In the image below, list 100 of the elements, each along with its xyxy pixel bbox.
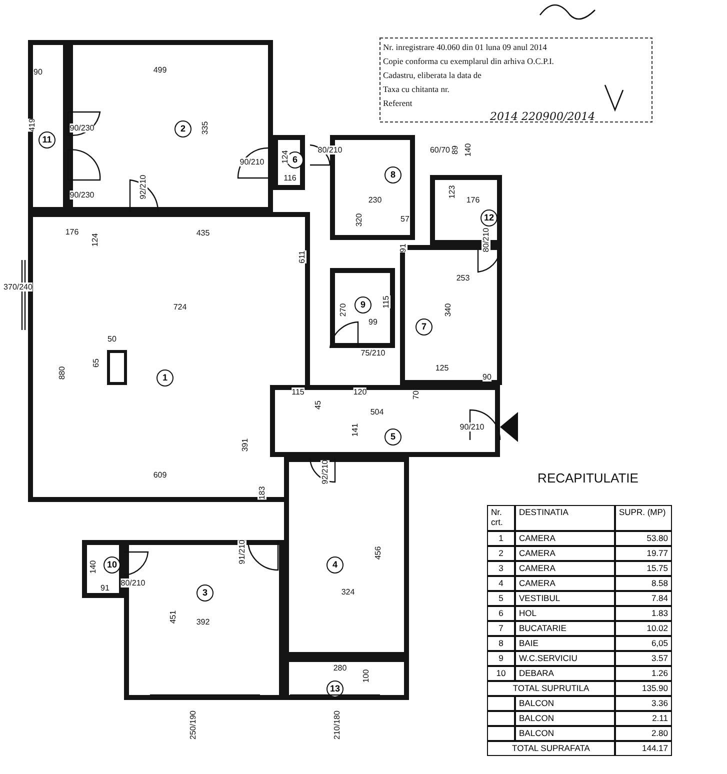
column-header: Nr. crt.: [487, 505, 515, 531]
dimension-label: 435: [196, 228, 210, 238]
table-cell: CAMERA: [515, 531, 615, 546]
dimension-label: 92/210: [320, 460, 330, 484]
dimension-label: 504: [370, 408, 384, 416]
table-cell: 5: [487, 591, 515, 606]
column-header: DESTINATIA: [515, 505, 615, 531]
table-cell: 2.80: [615, 726, 672, 741]
table-cell: BALCON: [515, 726, 615, 741]
table-cell: 15.75: [615, 561, 672, 576]
dimension-label: 370/240: [4, 282, 32, 292]
room-number: 13: [326, 680, 344, 698]
dimension-label: 210/180: [332, 710, 342, 740]
dimension-label: 176: [65, 228, 79, 236]
dimension-label: 90/210: [240, 158, 264, 166]
dimension-label: 100: [362, 669, 370, 683]
pillar: [107, 350, 127, 385]
dimension-label: 499: [153, 66, 167, 74]
table-cell: BALCON: [515, 696, 615, 711]
dimension-label: 60/70: [430, 146, 450, 154]
stamp-text: Copie conforma cu exemplarul din arhiva O.C.P.I.: [383, 57, 554, 66]
dimension-label: 609: [153, 470, 167, 480]
table-cell: CAMERA: [515, 546, 615, 561]
dimension-label: 80/210: [482, 228, 490, 252]
dimension-label: 456: [374, 546, 382, 560]
stamp-text: Cadastru, eliberata la data de: [383, 71, 482, 80]
dimension-label: 91/210: [238, 540, 246, 564]
room-number: 11: [38, 132, 56, 148]
room-outline: [270, 385, 500, 457]
dimension-label: 91: [398, 244, 408, 252]
dimension-label: 115: [292, 388, 304, 396]
dimension-label: 250/190: [188, 710, 198, 740]
dimension-label: 115: [382, 296, 390, 308]
dimension-label: 90/210: [460, 422, 484, 432]
dimension-label: 80/210: [318, 146, 342, 154]
table-cell: 1.83: [615, 606, 672, 621]
dimension-label: 280: [333, 664, 347, 672]
dimension-label: 392: [196, 618, 210, 626]
dimension-label: 611: [298, 250, 306, 264]
dimension-label: 724: [173, 302, 187, 312]
table-cell: 3.57: [615, 651, 672, 666]
dimension-label: 230: [368, 196, 382, 204]
room-outline: [330, 268, 395, 348]
dimension-label: 116: [284, 174, 296, 182]
table-cell: 2: [487, 546, 515, 561]
dimension-label: 419: [28, 118, 36, 132]
dimension-label: 140: [464, 143, 472, 157]
table-cell: HOL: [515, 606, 615, 621]
dimension-label: 90/230: [70, 190, 94, 200]
stamp-text: Taxa cu chitanta nr.: [383, 85, 450, 94]
dimension-label: 57: [400, 214, 410, 224]
dimension-label: 335: [200, 121, 210, 135]
dimension-label: 90: [482, 372, 492, 382]
room-number: 3: [196, 584, 214, 602]
table-cell: 4: [487, 576, 515, 591]
dimension-label: 75/210: [360, 348, 386, 358]
dimension-label: 91: [100, 584, 110, 592]
table-title: RECAPITULATIE: [538, 474, 638, 482]
table-cell: BAIE: [515, 636, 615, 651]
dimension-label: 340: [444, 303, 452, 317]
table-cell: 6,05: [615, 636, 672, 651]
dimension-label: 92/210: [138, 174, 148, 200]
table-cell: TOTAL SUPRUTILA: [487, 681, 615, 696]
table-cell: CAMERA: [515, 576, 615, 591]
table-cell: 8.58: [615, 576, 672, 591]
dimension-label: 65: [92, 358, 100, 368]
dimension-label: 140: [88, 560, 98, 574]
table-cell: 9: [487, 651, 515, 666]
table-cell: 3: [487, 561, 515, 576]
column-header: SUPR. (MP): [615, 505, 672, 531]
dimension-label: 90: [34, 68, 42, 76]
dimension-label: 391: [240, 438, 250, 452]
dimension-label: 89: [450, 146, 460, 154]
dimension-label: 320: [354, 213, 364, 227]
table-cell: W.C.SERVICIU: [515, 651, 615, 666]
dimension-label: 124: [280, 150, 290, 164]
room-number: 2: [174, 120, 192, 138]
dimension-label: 451: [168, 610, 178, 624]
room-number: 6: [286, 152, 304, 168]
handwritten-note: 2014 220900/2014: [490, 112, 596, 121]
table-cell: BUCATARIE: [515, 621, 615, 636]
dimension-label: 880: [58, 366, 66, 380]
table-cell: VESTIBUL: [515, 591, 615, 606]
room-number: 7: [416, 318, 432, 336]
table-cell: 135.90: [615, 681, 672, 696]
dimension-label: 270: [338, 303, 348, 317]
table-cell: 2.11: [615, 711, 672, 726]
room-number: 9: [354, 296, 372, 314]
room-number: 8: [384, 166, 402, 184]
dimension-label: 141: [350, 423, 360, 437]
table-cell: 10.02: [615, 621, 672, 636]
table-cell: 6: [487, 606, 515, 621]
dimension-label: 324: [341, 588, 355, 596]
dimension-label: 253: [456, 274, 470, 282]
stamp-text: Referent: [383, 99, 412, 108]
dimension-label: 183: [258, 486, 266, 500]
table-cell: CAMERA: [515, 561, 615, 576]
room-number: 12: [480, 210, 498, 226]
dimension-label: 80/210: [120, 578, 146, 588]
dimension-label: 50: [108, 334, 116, 344]
